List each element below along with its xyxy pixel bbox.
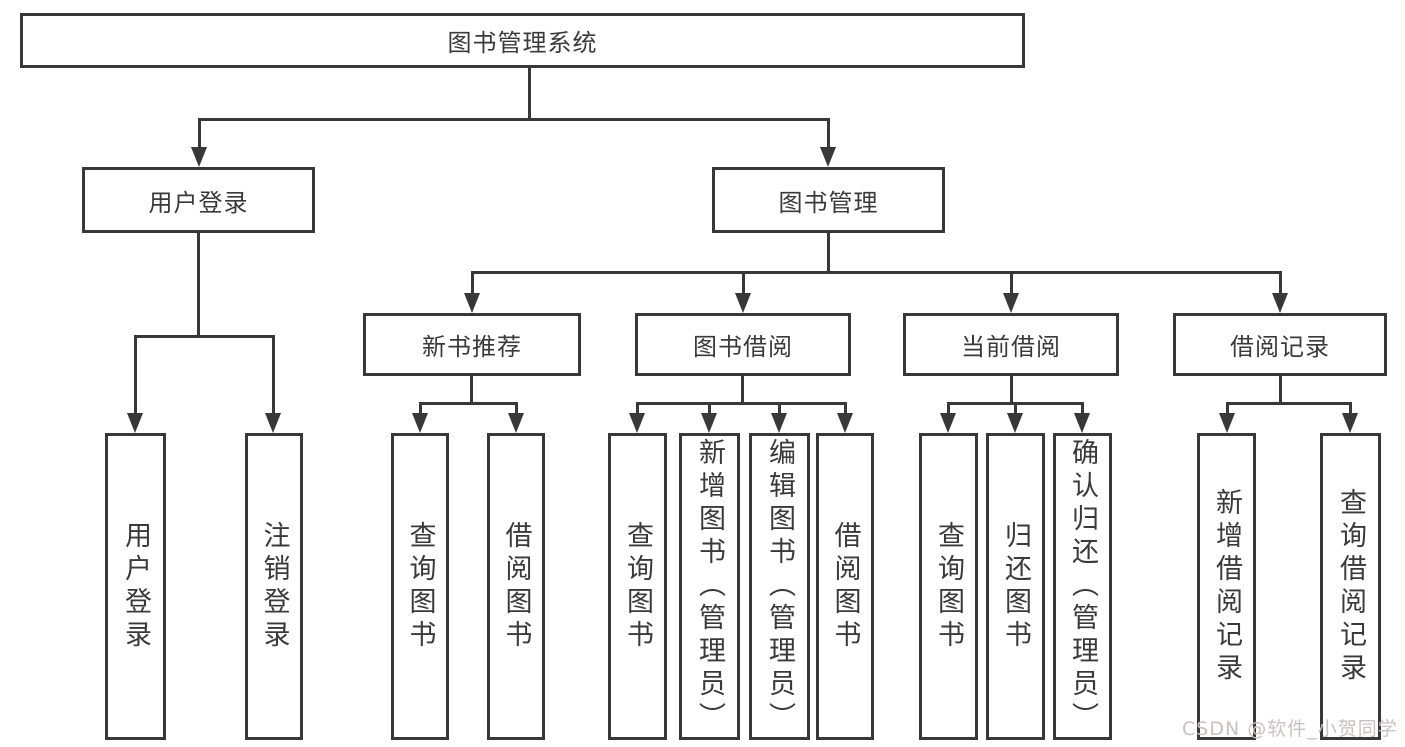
arrow-down-icon (1003, 293, 1019, 313)
connector-line (134, 335, 137, 415)
leaf-query-books-2: 查询图书 (608, 433, 667, 740)
connector-line (470, 376, 473, 404)
leaf-query-borrow-record: 查询借阅记录 (1320, 433, 1381, 740)
connector-line (827, 118, 830, 149)
node-borrowing-records: 借阅记录 (1173, 313, 1387, 376)
arrow-down-icon (629, 413, 645, 433)
arrow-down-icon (508, 413, 524, 433)
connector-line (742, 271, 745, 295)
leaf-query-books: 查询图书 (391, 433, 449, 740)
connector-line (198, 118, 830, 121)
connector-line (1279, 376, 1282, 404)
arrow-down-icon (735, 293, 751, 313)
connector-line (1349, 402, 1352, 415)
connector-line (1226, 402, 1352, 405)
connector-line (1010, 271, 1013, 295)
arrow-down-icon (464, 293, 480, 313)
connector-line (197, 233, 200, 337)
connector-line (636, 402, 639, 415)
connector-line (198, 118, 201, 149)
arrow-down-icon (127, 413, 143, 433)
arrow-down-icon (1342, 413, 1358, 433)
connector-line (134, 335, 274, 338)
arrow-down-icon (412, 413, 428, 433)
arrow-down-icon (771, 413, 787, 433)
connector-line (1226, 402, 1229, 415)
connector-line (272, 335, 275, 415)
arrow-down-icon (1074, 413, 1090, 433)
connector-line (844, 402, 847, 415)
arrow-down-icon (940, 413, 956, 433)
connector-line (528, 68, 531, 120)
node-book-management: 图书管理 (712, 167, 945, 233)
leaf-logout: 注销登录 (245, 433, 303, 740)
arrow-down-icon (1007, 413, 1023, 433)
connector-line (1279, 271, 1282, 295)
leaf-add-books-admin: 新增图书（管理员） (679, 433, 740, 740)
leaf-add-borrow-record: 新增借阅记录 (1197, 433, 1256, 740)
arrow-down-icon (1272, 293, 1288, 313)
node-library-management-system: 图书管理系统 (20, 13, 1025, 68)
leaf-borrow-books: 借阅图书 (487, 433, 545, 740)
node-current-borrowing: 当前借阅 (903, 313, 1119, 376)
node-book-borrowing: 图书借阅 (635, 313, 851, 376)
leaf-return-books: 归还图书 (986, 433, 1045, 740)
leaf-confirm-return-admin: 确认归还（管理员） (1053, 433, 1112, 740)
connector-line (1081, 402, 1084, 415)
connector-line (471, 271, 474, 295)
node-user-login: 用户登录 (82, 167, 315, 233)
connector-line (708, 402, 711, 415)
connector-line (1010, 376, 1013, 404)
arrow-down-icon (265, 413, 281, 433)
leaf-borrow-books-2: 借阅图书 (816, 433, 874, 740)
connector-line (515, 402, 518, 415)
connector-line (636, 402, 847, 405)
arrow-down-icon (191, 147, 207, 167)
leaf-edit-books-admin: 编辑图书（管理员） (749, 433, 810, 740)
arrow-down-icon (701, 413, 717, 433)
watermark-csdn: CSDN @软件_小贺同学 (1182, 718, 1398, 740)
arrow-down-icon (820, 147, 836, 167)
connector-line (778, 402, 781, 415)
connector-line (1014, 402, 1017, 415)
node-new-book-recommendation: 新书推荐 (363, 313, 581, 376)
connector-line (419, 402, 518, 405)
connector-line (827, 233, 830, 273)
arrow-down-icon (837, 413, 853, 433)
arrow-down-icon (1219, 413, 1235, 433)
leaf-user-login: 用户登录 (105, 433, 166, 740)
connector-line (471, 271, 1281, 274)
connector-line (947, 402, 950, 415)
connector-line (741, 376, 744, 404)
connector-line (419, 402, 422, 415)
leaf-query-books-3: 查询图书 (919, 433, 978, 740)
